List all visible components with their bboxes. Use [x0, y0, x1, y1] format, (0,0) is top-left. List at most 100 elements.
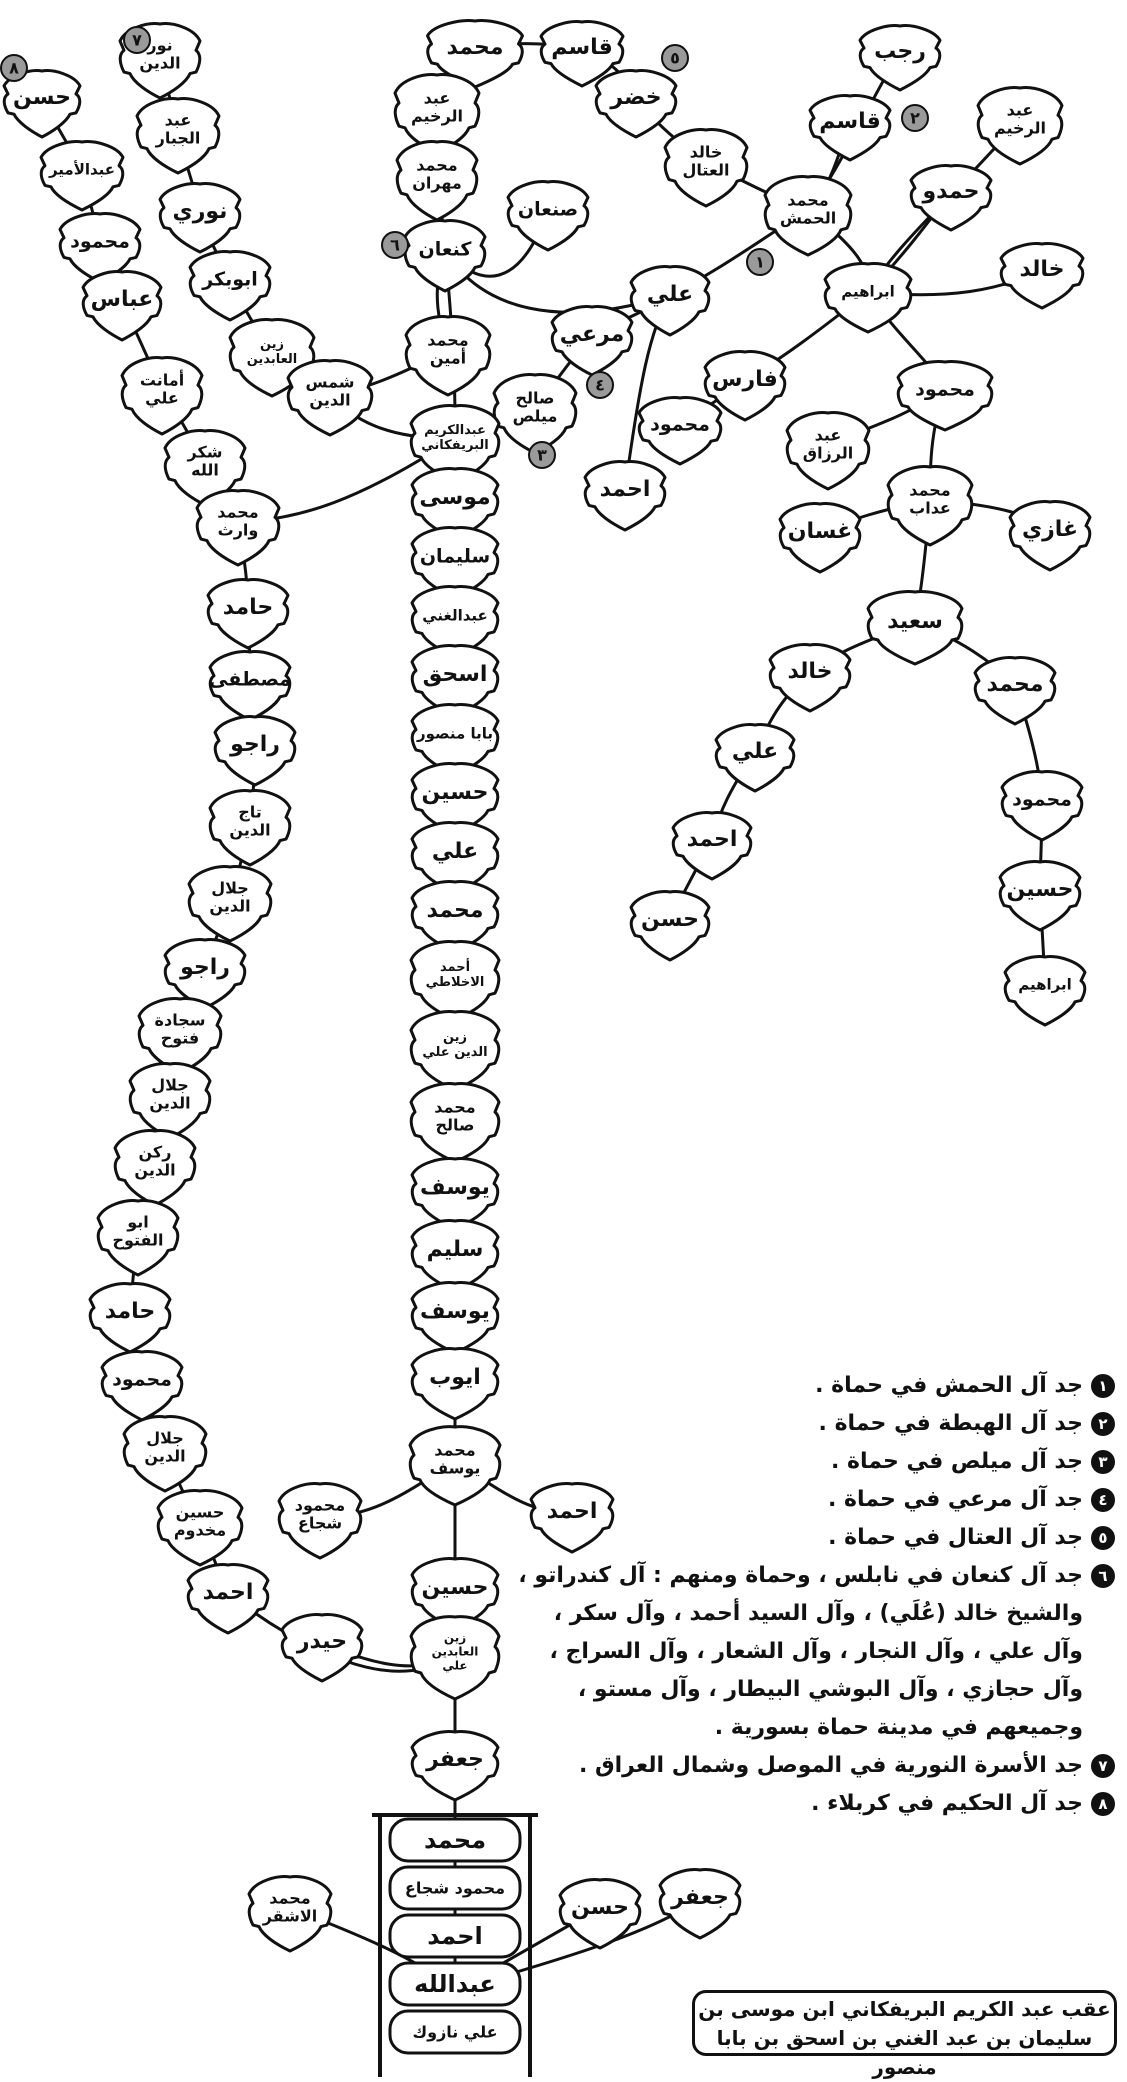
leaf-label: عبد	[815, 425, 842, 444]
leaf-label: ركن	[139, 1142, 172, 1161]
badge-number: ٤	[595, 376, 605, 395]
leaf-label: محمود	[295, 1495, 345, 1514]
leaf-label: محمد	[787, 190, 828, 209]
leaf-l-nuri: نوري	[160, 184, 240, 252]
badge-number: ٣	[537, 446, 547, 465]
leaf-label: حسن	[13, 85, 71, 110]
leaf-l-husayn-makhdum: حسينمخدوم	[158, 1491, 242, 1565]
footnote-line-2: سليمان بن عبد الغني بن اسحق بن بابا منصو…	[695, 2024, 1114, 2082]
leaf-l-kanaan: كنعان	[405, 221, 485, 291]
leaf-t-yusuf2: يوسف	[412, 1283, 498, 1353]
leaf-label: زين	[443, 1030, 467, 1045]
leaf-label: سعيد	[887, 609, 943, 634]
leaf-l-muhammad-warith: محمدوارث	[197, 491, 279, 565]
leaf-label: ابراهيم	[841, 283, 895, 301]
leaf-label: حسن	[641, 907, 699, 932]
leaf-label: ايوب	[429, 1365, 481, 1390]
leaf-label: قاسم	[819, 109, 881, 134]
leaf-label: الجبار	[155, 129, 201, 148]
legend-line: جد آل ميلص في حماة .	[831, 1443, 1083, 1481]
leaf-label: زين	[444, 1631, 466, 1645]
legend-line: جد الأسرة النورية في الموصل وشمال العراق…	[579, 1747, 1083, 1785]
leaf-label: الرخيم	[411, 107, 463, 126]
footnote-line-1: عقب عبد الكريم البريفكاني ابن موسى بن	[695, 1995, 1114, 2024]
leaf-label: محمود	[112, 1369, 172, 1391]
legend-line: جد آل الحمش في حماة .	[815, 1367, 1083, 1405]
legend-item: ١جد آل الحمش في حماة .	[495, 1367, 1115, 1405]
leaf-label: حامد	[105, 1299, 155, 1324]
leaf-label: مرعي	[560, 322, 625, 347]
leaf-label: الفتوح	[112, 1231, 163, 1250]
leaf-t-ayyub: ايوب	[412, 1349, 498, 1419]
legend-text: جد آل العتال في حماة .	[828, 1519, 1083, 1557]
leaf-label: محمد	[434, 1097, 475, 1116]
root-label: عبدالله	[414, 1970, 496, 1998]
leaf-label: محمد	[987, 672, 1044, 697]
leaf-label: علي	[442, 1658, 467, 1672]
leaf-label: حامد	[223, 595, 273, 620]
leaf-label: الدين	[134, 1161, 175, 1180]
leaf-label: زين	[260, 337, 284, 352]
leaf-label: خالد	[787, 659, 832, 684]
number-badge: ٤	[587, 372, 613, 398]
leaf-label: الدين علي	[422, 1045, 487, 1060]
leaf-label: الدين	[229, 821, 270, 840]
leaf-l-muhammad-r3: محمد	[975, 658, 1055, 724]
leaf-label: عبدالغني	[422, 607, 488, 625]
leaf-label: عبد	[1007, 100, 1034, 119]
root-label: علي نازوك	[412, 2023, 497, 2043]
root-label: محمد	[424, 1826, 486, 1854]
leaf-l-san-an: صنعان	[508, 182, 588, 250]
leaf-l-mahmud-l2: محمود	[102, 1352, 182, 1420]
leaf-label: محمود	[1012, 789, 1072, 811]
leaf-t-salim: سليم	[412, 1221, 498, 1291]
root-box: علي نازوك	[390, 2011, 520, 2053]
leaf-l-muhammad-addab: محمدعداب	[888, 467, 972, 545]
leaf-label: الاخلاطي	[426, 975, 485, 990]
leaf-l-abubakr: ابوبكر	[190, 252, 270, 320]
leaf-label: تاج	[238, 802, 262, 821]
leaf-label: عبدالكريم	[424, 423, 486, 438]
number-badge: ٢	[902, 105, 928, 131]
leaf-t-yusuf: يوسف	[412, 1159, 498, 1229]
leaf-l-hamdu: حمدو	[911, 166, 991, 230]
leaf-label: الدين	[149, 1094, 190, 1113]
leaf-l-ali-r2: علي	[716, 725, 794, 791]
leaf-label: محمد	[427, 898, 484, 923]
leaf-l-jalaluddin: جلالالدين	[189, 867, 271, 941]
badge-number: ١	[755, 253, 765, 272]
leaf-l-mahmud-r: محمود	[898, 362, 992, 430]
leaf-label: الرخيم	[994, 119, 1046, 138]
leaf-label: أمين	[430, 348, 466, 368]
leaf-l-husayn-r: حسين	[1000, 862, 1080, 930]
number-badge: ٦	[382, 232, 408, 258]
leaf-label: خالد	[690, 142, 723, 161]
badge-number: ٥	[670, 49, 680, 68]
leaf-label: الاشقر	[262, 1907, 318, 1926]
legend-line: وآل حجازي ، وآل البوشي البيطار ، وآل مست…	[518, 1671, 1083, 1709]
leaf-label: صالح	[435, 1116, 474, 1135]
leaf-l-hamid-l: حامد	[208, 580, 288, 648]
leaf-label: العتال	[683, 161, 730, 180]
leaf-t-muhammad-salih: محمدصالح	[411, 1084, 499, 1162]
leaf-label: مخدوم	[174, 1521, 226, 1540]
number-badge: ١	[747, 249, 773, 275]
legend-line: والشيخ خالد (عُلَي) ، وآل السيد أحمد ، و…	[518, 1595, 1083, 1633]
leaf-label: محمد	[416, 155, 457, 174]
leaf-label: الرزاق	[803, 444, 853, 463]
leaf-l-khalid-r: خالد	[1001, 244, 1083, 308]
legend-line: جد آل مرعي في حماة .	[828, 1481, 1083, 1519]
legend-line: جد آل العتال في حماة .	[828, 1519, 1083, 1557]
leaf-label: جلال	[146, 1428, 184, 1447]
leaf-label: فارس	[712, 367, 778, 392]
root-box: عبدالله	[390, 1963, 520, 2005]
badge-number: ٨	[9, 59, 19, 78]
